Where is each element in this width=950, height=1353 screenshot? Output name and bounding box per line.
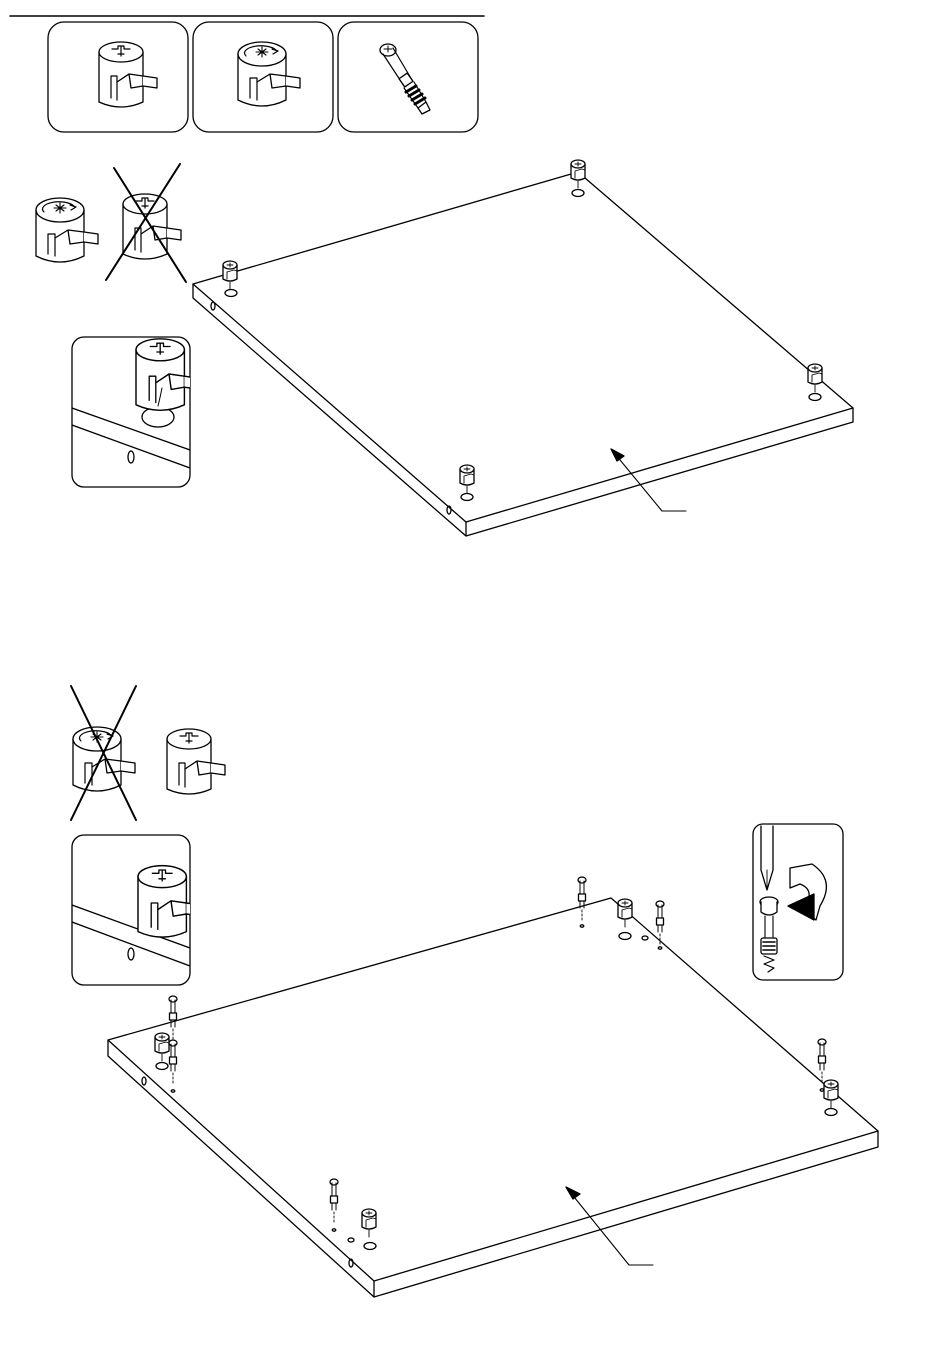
- cam-bolt-icon: [380, 44, 430, 114]
- step2-detail-inset: [72, 835, 202, 985]
- cam-lock-arrow-icon: [36, 198, 98, 262]
- part-box-1: [48, 22, 188, 132]
- screwdriver-inset: [753, 824, 843, 980]
- part-box-3: [338, 22, 478, 132]
- parts-row: [48, 22, 478, 132]
- cam-lock-arrow-icon: [238, 42, 300, 106]
- step2-part-choice: [71, 686, 225, 820]
- screwdriver-icon: [761, 826, 773, 890]
- step1-panel: [193, 160, 853, 536]
- cam-lock-plain-icon: [167, 729, 225, 794]
- rotate-arrow-icon: [788, 864, 826, 920]
- cam-lock-icon: [138, 866, 202, 938]
- cam-bolt-icon: [760, 897, 778, 972]
- part-box-2: [193, 22, 333, 132]
- step1-detail-inset: [72, 337, 200, 487]
- cam-lock-icon: [99, 42, 157, 107]
- step1-part-choice: [36, 164, 186, 282]
- cam-lock-arrow-icon: [73, 727, 135, 791]
